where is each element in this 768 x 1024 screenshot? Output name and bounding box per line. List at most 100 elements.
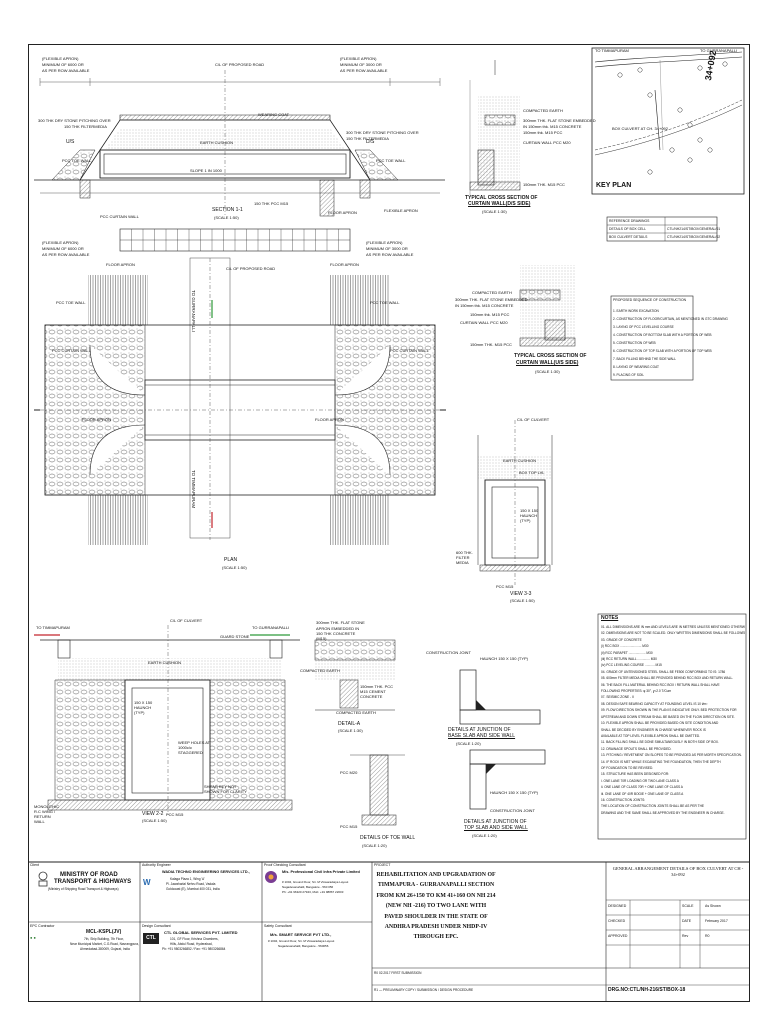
note-line: DRAWING AND THE SAME SHALL BE APPROVED B… <box>601 810 725 815</box>
view-3-3 <box>477 420 553 585</box>
emblem-icon <box>38 871 48 887</box>
da-flat-stone: 300mm THK. FLAT STONE <box>316 620 365 625</box>
db-title-1: DETAILS AT JUNCTION OF <box>448 727 511 733</box>
ds-label: D/S <box>366 139 375 145</box>
tree-icon <box>617 72 623 78</box>
plan-toe-right: PCC TOE WALL <box>370 300 400 305</box>
v33-filter: 600 THK. FILTER MEDIA <box>456 550 473 565</box>
us-title-1: TYPICAL CROSS SECTION OF <box>514 353 587 359</box>
client-label: Client <box>30 863 39 867</box>
v22-cl-culvert: C/L OF CULVERT <box>170 618 203 623</box>
v22-guard-stone: GUARD STONE <box>220 634 250 639</box>
v22-pcc: PCC M15 <box>166 812 184 817</box>
ref-row-1-b: CTL/NH214/ST/BOX/GENERAL/01 <box>667 227 721 231</box>
key-to-gurranapalli: TO GURRANAPALLI <box>700 48 738 53</box>
rev-value: R0 <box>705 934 710 938</box>
approved-label: APPROVED <box>608 934 628 938</box>
plan-min-left: MINIMUM OF 6000 OR <box>42 246 84 251</box>
plan-scale: (SCALE 1:50) <box>222 565 247 570</box>
tree-icon <box>647 92 653 98</box>
da-scale: (SCALE 1:30) <box>338 728 363 733</box>
curtain-wall-us-section <box>519 265 576 347</box>
ministry-line3: (Ministry of Shipping Road Transport & H… <box>48 887 119 891</box>
v22-title: VIEW 2-2 <box>142 811 164 817</box>
note-line: 08. DESIGN SAFE BEARING CAPACITY AT FOUN… <box>601 701 708 706</box>
tw-scale: (SCALE 1:20) <box>362 843 387 848</box>
note-line: 07. SEISMIC ZONE - II <box>601 695 634 700</box>
epc-addr1: 7th, Ship Building, 7th Floor, <box>84 937 124 941</box>
curtain-wall-ds-section <box>469 60 521 195</box>
floor-apron-label: FLOOR APRON <box>328 210 357 215</box>
sequence-item: 2. CONSTRUCTION OF FLOOR/CURTAIN, AS MEN… <box>613 317 728 321</box>
ministry-line2: TRANSPORT & HIGHWAYS <box>54 879 132 885</box>
us-flat-stone: 300mm THK. FLAT STONE EMBEDDED <box>455 297 528 302</box>
us-pcc: 150mm thk. M15 PCC <box>470 312 510 317</box>
db-scale: (SCALE 1:20) <box>456 741 481 746</box>
revision-row-0: R0 02.2017 FIRST SUBMISSION <box>374 971 422 975</box>
plan-curtain-right: PCC CURTAIN WALL <box>390 348 429 353</box>
date-value: February 2017 <box>705 919 728 923</box>
tw-pcc-m15: PCC M15 <box>340 824 358 829</box>
pcc-toe-wall-left: PCC TOE WALL <box>62 158 92 163</box>
v22-to-gurranapalli: TO GURRANAPALLI <box>252 625 290 630</box>
key-plan-map <box>591 47 745 195</box>
note-line: 16. CONSTRUCTION JOINTS: <box>601 797 646 802</box>
da-compacted: COMPACTED EARTH <box>300 668 340 673</box>
key-plan-title: KEY PLAN <box>596 182 632 189</box>
ds-compacted-earth: COMPACTED EARTH <box>523 108 563 113</box>
authority-addr3: Goldcoast (E), Mumbai 400 031, India <box>166 887 220 891</box>
reference-drawings-table <box>606 216 718 242</box>
sequence-item: 1. EARTH WORK EXCAVATION <box>613 309 659 313</box>
proof-name: M/s. Professional Civil Infra Private Li… <box>282 870 360 874</box>
note-line: 09. FLOW DIRECTION SHOWN IN THE PLAN IS … <box>601 708 737 713</box>
safety-addr2: Nagadevanahalli, Bangalore - 560056 <box>278 944 329 948</box>
note-line: 03. GRADE OF CONCRETE <box>601 637 642 642</box>
note-line: 15. STRUCTURE HAS BEEN DESIGNED FOR: <box>601 772 670 777</box>
dry-stone-right: 300 THK DRY STONE PITCHING OVER <box>346 130 419 135</box>
ctl-logo-icon: CTL <box>143 933 159 944</box>
v33-title: VIEW 3-3 <box>510 591 532 597</box>
detail-junction-top <box>469 749 546 810</box>
note-line: iii. ONE LANE OF 40R BOGIE + ONE LANE OF… <box>601 791 684 796</box>
v33-cl-culvert: C/L OF CULVERT <box>517 417 550 422</box>
as-per-row-right: AS PER ROW AVAILABLE <box>340 68 388 73</box>
design-label: Design Consultant <box>142 924 171 928</box>
db-construction-joint: CONSTRUCTION JOINT <box>426 650 471 655</box>
note-line: 05. 600mm FILTER MEDIA SHALL BE PROVIDED… <box>601 676 734 681</box>
plan-flex-right: (FLEXIBLE APRON) <box>366 240 403 245</box>
earth-cushion-label: EARTH CUSHION <box>200 140 234 145</box>
v33-earth-cushion: EARTH CUSHION <box>503 458 537 463</box>
design-addr3: Ph: +91 9803266852 / Fax: +91 9803266864 <box>162 947 226 951</box>
pcc-toe-wall-right: PCC TOE WALL <box>376 158 406 163</box>
ds-pcc-bottom: 150mm THK. M15 PCC <box>523 182 565 187</box>
notes-box <box>597 613 747 840</box>
plan-floor-mid-right: FLOOR APRON <box>315 417 344 422</box>
proof-addr3: Ph: +91 96320 27943, Mob: +91 98867 2200… <box>282 890 344 894</box>
ds-pcc: 150mm thk. M15 PCC <box>523 130 563 135</box>
detail-a <box>314 639 396 711</box>
wearing-coat-label: WEARING COAT <box>258 112 290 117</box>
revision-row-1: R1 — PRELIMINARY COPY / SUBMISSION / DES… <box>374 988 474 992</box>
authority-addr1: Kalaga Plaza 1, Wing 'A' <box>170 877 205 881</box>
plan-floor-mid-left: FLOOR APRON <box>82 417 111 422</box>
pcipl-logo-icon <box>265 871 277 883</box>
section-scale: (SCALE 1:50) <box>214 215 239 220</box>
scale-value: As Shown <box>705 904 721 908</box>
notes-list: 01. ALL DIMENSIONS ARE IN mm AND LEVELS … <box>601 624 745 816</box>
v22-shear-key: SHEAR KEY NOT SHOWN FOR CLARITY <box>204 784 247 794</box>
plan-curtain-left: PCC CURTAIN WALL <box>52 348 91 353</box>
db-title-2: BASE SLAB AND SIDE WALL <box>448 733 516 739</box>
v33-scale: (SCALE 1:50) <box>510 598 535 603</box>
cl-proposed-road-label: C/L OF PROPOSED ROAD <box>215 62 265 67</box>
plan-toe-left: PCC TOE WALL <box>56 300 86 305</box>
notes-title: NOTES <box>601 615 619 621</box>
rev-label: Rev <box>682 934 689 938</box>
plan-floor-apron-left: FLOOR APRON <box>106 262 135 267</box>
pcc-curtain-wall-label: PCC CURTAIN WALL <box>100 214 139 219</box>
detail-junction-base <box>459 669 541 725</box>
plan-to-timmapuram: TO TIMMAPURAM <box>191 470 196 509</box>
section-title: SECTION 1-1 <box>212 207 243 213</box>
sequence-item: 4. CONSTRUCTION OF BOTTOM SLAB WITH A PO… <box>613 333 712 337</box>
dt-construction-joint: CONSTRUCTION JOINT <box>490 808 535 813</box>
da-title: DETAIL-A <box>338 721 361 727</box>
